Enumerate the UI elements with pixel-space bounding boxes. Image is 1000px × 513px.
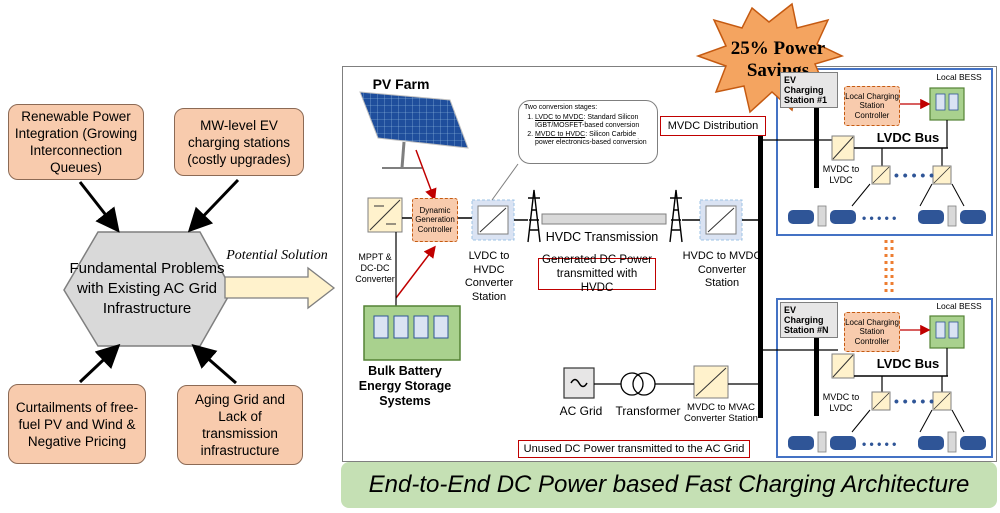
arrow-bottom-right bbox=[191, 344, 237, 385]
hvdc-transmission-label: HVDC Transmission bbox=[545, 230, 659, 244]
conversion-stages-callout: Two conversion stages: LVDC to MVDC: Sta… bbox=[518, 100, 658, 164]
transformer-label: Transformer bbox=[615, 404, 681, 418]
architecture-banner: End-to-End DC Power based Fast Charging … bbox=[341, 462, 997, 508]
problem-ev-charging-stations: MW-level EV charging stations (costly up… bbox=[174, 108, 304, 176]
mppt-converter-icon bbox=[367, 197, 403, 233]
transformer-icon bbox=[620, 372, 656, 396]
problem-curtailments: Curtailments of free-fuel PV and Wind & … bbox=[8, 384, 146, 464]
solution-arrow bbox=[224, 266, 336, 310]
dynamic-generation-controller: Dynamic Generation Controller bbox=[412, 198, 458, 242]
arrow-top-right bbox=[187, 178, 240, 233]
mppt-label: MPPT & DC-DC Converter bbox=[355, 252, 395, 284]
station-1-bess-label: Local BESS bbox=[936, 72, 982, 82]
station-n-bus-label: LVDC Bus bbox=[876, 356, 940, 371]
svg-text:• • • • •: • • • • • bbox=[894, 393, 934, 409]
architecture-graphics: • • • • • • • • • • • • • • • bbox=[359, 2, 986, 453]
station-n-controller: Local Charging Station Controller bbox=[844, 312, 900, 352]
station-n-bess-label: Local BESS bbox=[936, 301, 982, 311]
callout-title: Two conversion stages: bbox=[524, 104, 598, 111]
station-1-bus-label: LVDC Bus bbox=[876, 130, 940, 145]
ev-cars-row-n: • • • • • bbox=[788, 431, 986, 453]
ev-cars-row-1: • • • • • bbox=[788, 205, 986, 227]
hvdc-mvdc-label: HVDC to MVDC Converter Station bbox=[682, 250, 762, 289]
callout-item-2: MVDC to HVDC: Silicon Carbide power elec… bbox=[535, 131, 652, 148]
mvdc-mvac-converter-icon bbox=[693, 365, 729, 399]
bulk-battery-icon bbox=[363, 305, 461, 361]
callout-item-1: LVDC to MVDC: Standard Silicon IGBT/MOSF… bbox=[535, 114, 652, 131]
mvdc-bus bbox=[758, 122, 763, 418]
station-n-internals: • • • • • bbox=[778, 315, 965, 433]
pv-farm-label: PV Farm bbox=[372, 76, 430, 92]
potential-solution-label: Potential Solution bbox=[226, 248, 328, 263]
ac-grid-icon bbox=[563, 367, 595, 399]
tower-right-icon bbox=[669, 189, 683, 243]
left-diagram-graphics bbox=[63, 178, 336, 385]
arrow-top-left bbox=[78, 181, 120, 233]
lvdc-hvdc-converter-icon bbox=[471, 199, 515, 241]
lvdc-hvdc-label: LVDC to HVDC Converter Station bbox=[464, 250, 514, 303]
svg-text:• • • • •: • • • • • bbox=[894, 167, 934, 183]
hvdc-mvdc-converter-icon bbox=[699, 199, 743, 241]
station-1-tag: EV Charging Station #1 bbox=[780, 72, 838, 108]
arrow-bottom-left bbox=[78, 343, 121, 384]
pv-panel-icon bbox=[359, 91, 469, 169]
problem-aging-grid: Aging Grid and Lack of transmission infr… bbox=[177, 385, 303, 465]
problem-renewable-integration: Renewable Power Integration (Growing Int… bbox=[8, 104, 144, 180]
center-problem-text: Fundamental Problems with Existing AC Gr… bbox=[69, 260, 225, 317]
tower-left-icon bbox=[527, 189, 541, 243]
svg-text:• • • • •: • • • • • bbox=[862, 211, 896, 225]
battery-label: Bulk Battery Energy Storage Systems bbox=[358, 364, 452, 408]
station-n-tag: EV Charging Station #N bbox=[780, 302, 838, 338]
unused-dc-box: Unused DC Power transmitted to the AC Gr… bbox=[518, 440, 750, 458]
station-1-converter-label: MVDC to LVDC bbox=[822, 164, 860, 185]
station-1-controller: Local Charging Station Controller bbox=[844, 86, 900, 126]
mvdc-mvac-label: MVDC to MVAC Converter Station bbox=[684, 402, 758, 424]
generated-dc-box: Generated DC Power transmitted with HVDC bbox=[538, 254, 656, 294]
svg-text:• • • • •: • • • • • bbox=[862, 437, 896, 451]
hvdc-cable bbox=[541, 213, 667, 225]
ac-grid-label: AC Grid bbox=[559, 404, 603, 418]
station-1-internals: • • • • • bbox=[778, 87, 965, 207]
mvdc-distribution-box: MVDC Distribution bbox=[660, 116, 766, 136]
station-n-converter-label: MVDC to LVDC bbox=[822, 392, 860, 413]
